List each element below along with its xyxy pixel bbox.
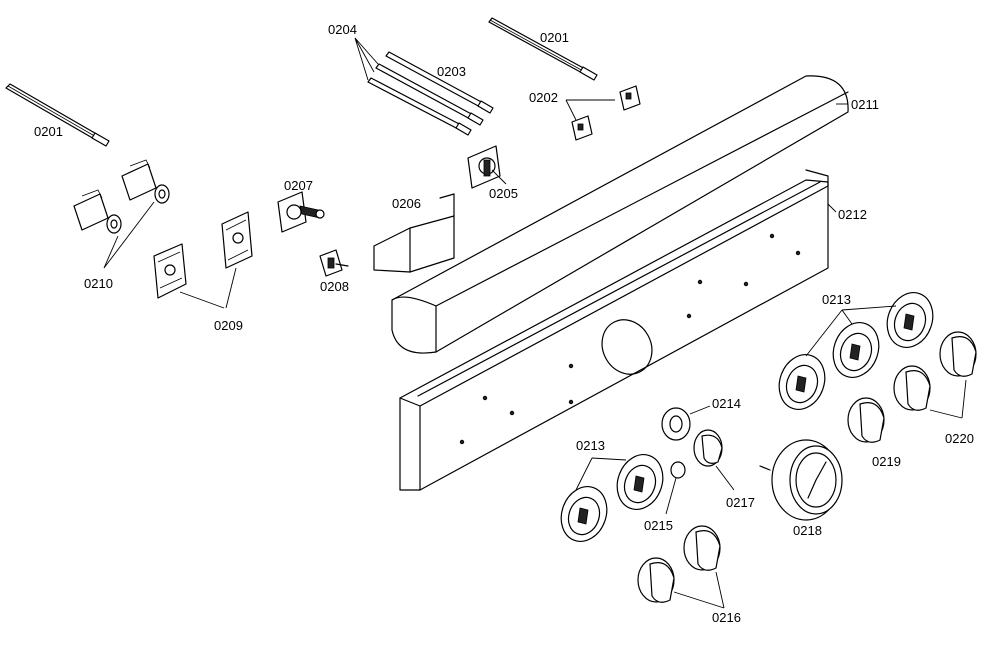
part-0206-bracket [373,193,455,273]
part-0202-switch-b [571,115,593,141]
label-0204: 0204 [328,22,357,37]
label-0212: 0212 [838,207,867,222]
label-0201-top: 0201 [540,30,569,45]
part-0208-switch [319,249,349,277]
label-0201-left: 0201 [34,124,63,139]
label-0217: 0217 [726,495,755,510]
part-0209-board-a [153,243,187,299]
label-0210: 0210 [84,276,113,291]
part-0216-knob-b [683,525,721,571]
label-0213-right: 0213 [822,292,851,307]
label-0219: 0219 [872,454,901,469]
label-0211: 0211 [851,97,879,112]
part-0204-rods [367,63,484,136]
label-0218: 0218 [793,523,822,538]
part-0213-bezel-right-b [832,322,880,378]
label-0215: 0215 [644,518,673,533]
label-0216: 0216 [712,610,741,625]
part-0205-selector-switch [467,145,507,189]
part-0201-top-probe [488,17,598,81]
part-0213-bezel-left-a [560,486,608,542]
part-0202-switch-a [619,85,641,111]
part-0213-bezel-right-a [778,354,826,410]
part-0213-bezel-left-b [616,454,664,510]
part-0210-valve-a [121,159,170,204]
part-0214-disc [661,407,691,441]
part-0218-clock [759,439,843,521]
label-0209: 0209 [214,318,243,333]
part-0211-trim-cover [391,75,849,354]
part-0219-knob [847,397,885,443]
label-0205: 0205 [489,186,518,201]
label-0220: 0220 [945,431,974,446]
part-0209-board-b [221,211,253,269]
label-0214: 0214 [712,396,741,411]
part-0220-knob-a [893,365,931,411]
label-0203: 0203 [437,64,466,79]
part-0215-knob-insert [670,461,686,479]
label-0202: 0202 [529,90,558,105]
label-0206: 0206 [392,196,421,211]
label-0213-left: 0213 [576,438,605,453]
part-0220-knob-b [939,331,977,377]
part-0216-knob-a [637,557,675,603]
part-0210-valve-b [73,189,122,234]
label-0208: 0208 [320,279,349,294]
part-0201-left-probe [5,83,110,147]
part-0212-control-panel [399,169,829,491]
label-0207: 0207 [284,178,313,193]
part-0217-knob [693,429,723,467]
part-0213-bezel-right-c [886,292,934,348]
part-0203-rod [385,51,494,114]
part-0207-thermostat [277,191,325,233]
